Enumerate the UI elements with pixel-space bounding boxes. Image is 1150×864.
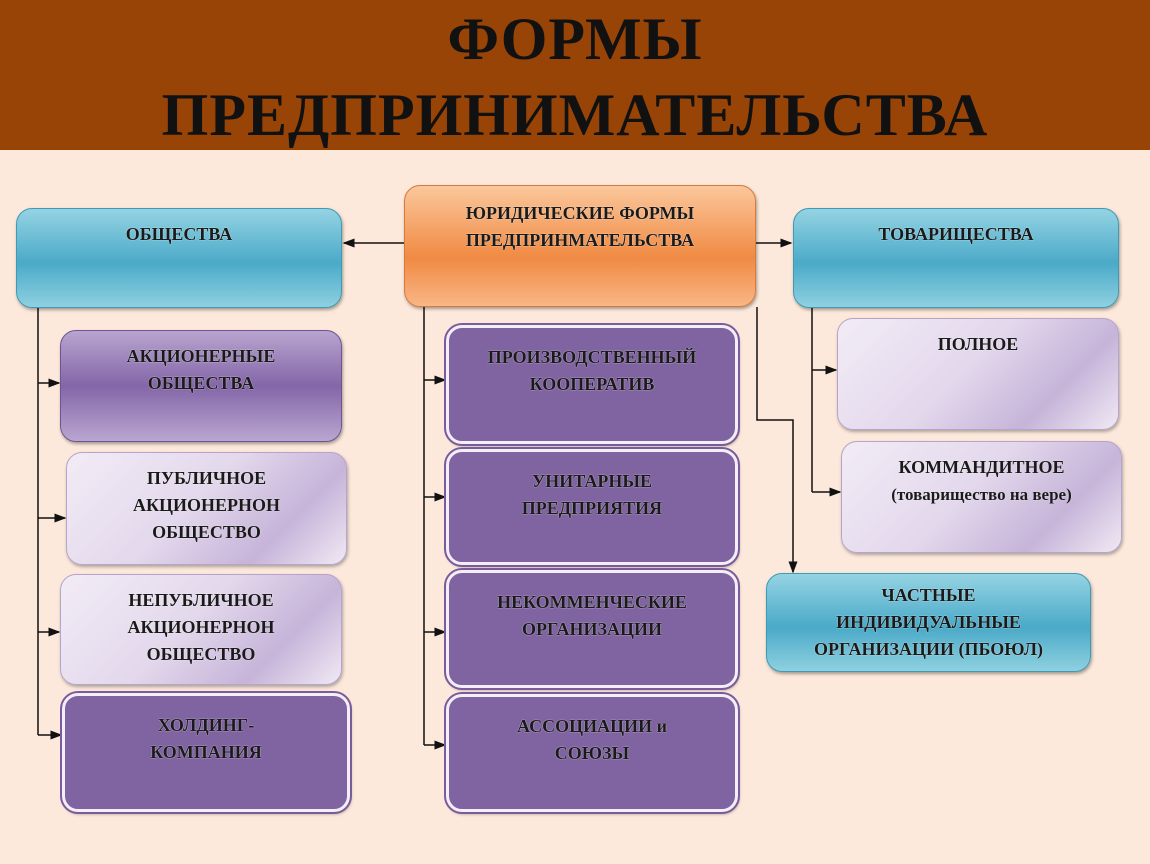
label-line: ЧАСТНЫЕ xyxy=(881,585,976,605)
label-line: ОБЩЕСТВА xyxy=(147,373,255,393)
label-line: СОЮЗЫ xyxy=(554,743,630,763)
label-line: КООПЕРАТИВ xyxy=(529,374,655,394)
public-jsc-box: ПУБЛИЧНОЕ АКЦИОНЕРНОН ОБЩЕСТВО xyxy=(66,452,347,565)
label-line: ОБЩЕСТВО xyxy=(152,522,261,542)
label-line: КОМПАНИЯ xyxy=(150,742,262,762)
title-line-1: ФОРМЫ xyxy=(447,6,703,72)
label-line: ОРГАНИЗАЦИИ (ПБОЮЛ) xyxy=(813,639,1044,659)
limited-partnership-box: КОММАНДИТНОЕ (товарищество на вере) xyxy=(841,441,1122,553)
center-line-1: ЮРИДИЧЕСКИЕ ФОРМЫ xyxy=(465,203,695,223)
legal-forms-box: ЮРИДИЧЕСКИЕ ФОРМЫ ПРЕДПРИНМАТЕЛЬСТВА xyxy=(404,185,756,307)
label-line: (товарищество на вере) xyxy=(891,485,1072,504)
page-title: ФОРМЫ ПРЕДПРИНИМАТЕЛЬСТВА xyxy=(0,0,1150,150)
label-line: НЕПУБЛИЧНОЕ xyxy=(128,590,274,610)
label-line: ОБЩЕСТВО xyxy=(146,644,256,664)
label-line: ПРЕДПРИЯТИЯ xyxy=(521,498,663,518)
label-line: УНИТАРНЫЕ xyxy=(532,471,652,491)
label-line: ХОЛДИНГ- xyxy=(157,715,255,735)
label-line: ПОЛНОЕ xyxy=(937,334,1019,354)
label-line: АКЦИОНЕРНЫЕ xyxy=(126,346,276,366)
associations-box: АССОЦИАЦИИ и СОЮЗЫ xyxy=(444,692,740,814)
label-line: ПУБЛИЧНОЕ xyxy=(146,468,267,488)
label-line: АССОЦИАЦИИ и xyxy=(517,716,667,736)
joint-stock-box: АКЦИОНЕРНЫЕ ОБЩЕСТВА xyxy=(60,330,342,442)
societies-label: ОБЩЕСТВА xyxy=(125,224,233,244)
unitary-enterprises-box: УНИТАРНЫЕ ПРЕДПРИЯТИЯ xyxy=(444,447,740,567)
label-line: ОРГАНИЗАЦИИ xyxy=(522,619,662,639)
holding-company-box: ХОЛДИНГ- КОМПАНИЯ xyxy=(60,691,352,814)
partnerships-box: ТОВАРИЩЕСТВА xyxy=(793,208,1119,308)
label-line: АКЦИОНЕРНОН xyxy=(127,617,275,637)
center-line-2: ПРЕДПРИНМАТЕЛЬСТВА xyxy=(465,230,695,250)
full-partnership-box: ПОЛНОЕ xyxy=(837,318,1119,430)
private-individual-box: ЧАСТНЫЕ ИНДИВИДУАЛЬНЫЕ ОРГАНИЗАЦИИ (ПБОЮЛ) xyxy=(766,573,1091,672)
production-cooperative-box: ПРОИЗВОДСТВЕННЫЙ КООПЕРАТИВ xyxy=(444,323,740,446)
label-line: НЕКОММЕНЧЕСКИЕ xyxy=(497,592,687,612)
non-commercial-orgs-box: НЕКОММЕНЧЕСКИЕ ОРГАНИЗАЦИИ xyxy=(444,568,740,690)
label-line: ИНДИВИДУАЛЬНЫЕ xyxy=(836,612,1021,632)
non-public-jsc-box: НЕПУБЛИЧНОЕ АКЦИОНЕРНОН ОБЩЕСТВО xyxy=(60,574,342,685)
partnerships-label: ТОВАРИЩЕСТВА xyxy=(878,224,1034,244)
label-line: АКЦИОНЕРНОН xyxy=(132,495,281,515)
societies-box: ОБЩЕСТВА xyxy=(16,208,342,308)
label-line: ПРОИЗВОДСТВЕННЫЙ xyxy=(487,347,697,367)
label-line: КОММАНДИТНОЕ xyxy=(898,457,1065,477)
title-line-2: ПРЕДПРИНИМАТЕЛЬСТВА xyxy=(161,82,989,148)
